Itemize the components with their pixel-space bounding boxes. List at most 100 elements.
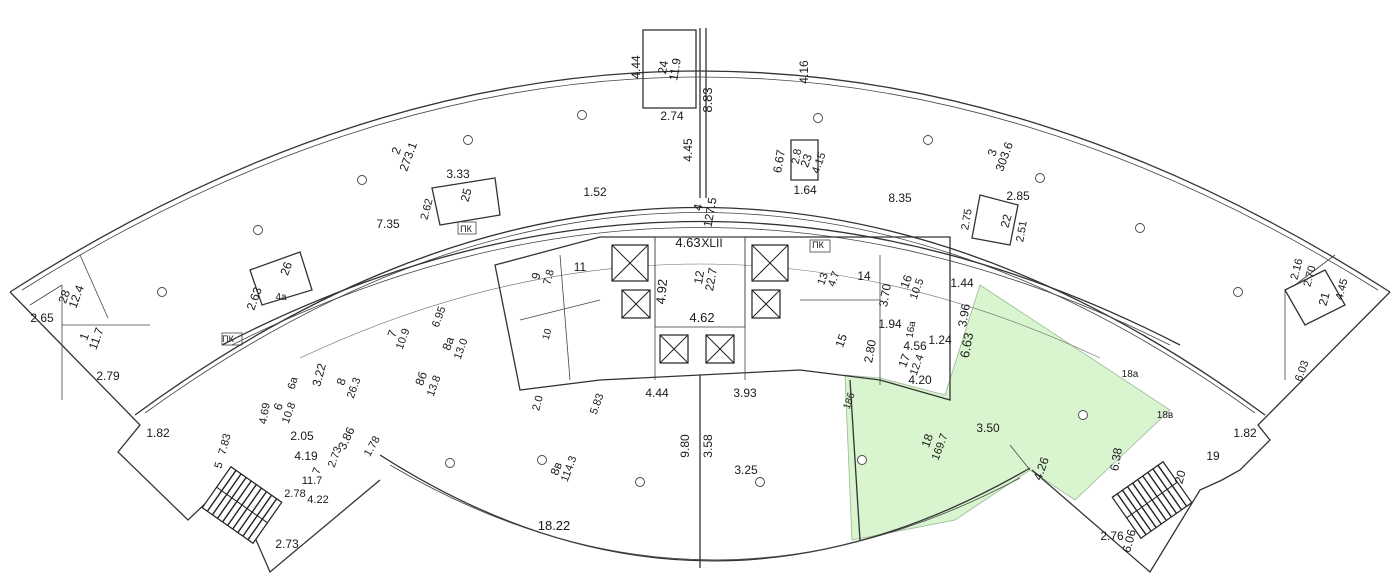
label-227: 22.7	[702, 266, 720, 292]
label-8a: 8а	[439, 335, 457, 353]
label-735: 7.35	[376, 217, 400, 231]
label-263: 2.63	[244, 285, 265, 312]
label-285: 2.85	[1006, 189, 1030, 203]
label-462: 4.62	[689, 310, 714, 325]
label-7b: 7	[310, 466, 323, 476]
label-9: 9	[529, 271, 544, 281]
column-13	[635, 477, 645, 487]
building-core	[494, 236, 951, 401]
label-492: 4.92	[653, 278, 670, 305]
label-18v: 18в	[1157, 410, 1173, 421]
label-416: 4.16	[797, 60, 811, 84]
label-18a: 18а	[1122, 369, 1139, 380]
label-164: 1.64	[793, 183, 817, 197]
label-182b: 1.82	[1233, 426, 1257, 440]
label-263b: 26.3	[345, 376, 364, 400]
label-pk1: ПК	[222, 334, 234, 344]
label-667: 6.67	[770, 148, 788, 174]
label-444b: 4.44	[645, 386, 669, 400]
label-13: 13	[815, 271, 830, 287]
label-28b: 2.8	[790, 148, 804, 165]
label-6a: 6а	[286, 375, 301, 391]
label-280: 2.80	[861, 338, 879, 364]
label-109: 10.9	[394, 327, 413, 351]
label-20: 20	[1172, 468, 1189, 485]
lift-shaft-1	[611, 244, 649, 282]
column-14	[755, 477, 765, 487]
label-47: 4.7	[826, 270, 843, 288]
column-6	[813, 113, 823, 123]
lift-shaft-3	[621, 289, 651, 319]
label-124b: 1.24	[928, 333, 952, 347]
column-10	[1233, 287, 1243, 297]
column-4	[463, 135, 473, 145]
label-16: 16	[897, 273, 915, 291]
lift-shaft-4	[751, 289, 781, 319]
label-11: 11	[574, 260, 587, 274]
label-463: 4.63	[675, 235, 700, 250]
label-469: 4.69	[257, 402, 273, 425]
lift-shaft-2	[751, 244, 789, 282]
label-276: 2.76	[1100, 529, 1124, 543]
label-420: 4.20	[908, 373, 932, 387]
label-3: 3	[985, 147, 1001, 158]
label-xli: XLII	[701, 236, 722, 250]
label-12: 12	[691, 269, 707, 285]
label-28: 28	[55, 288, 73, 306]
label-14: 14	[857, 269, 871, 283]
label-273c: 2.73	[275, 537, 299, 551]
label-6: 6	[271, 401, 287, 412]
label-21: 21	[1316, 290, 1333, 307]
label-606: 6.06	[1119, 528, 1139, 554]
label-4a: 4а	[275, 292, 287, 303]
partitions	[29, 28, 1336, 568]
label-4: 4	[691, 202, 706, 211]
label-3036: 303.6	[993, 140, 1017, 173]
label-419: 4.19	[294, 449, 318, 463]
label-8v: 8в	[547, 460, 565, 477]
label-262: 2.62	[419, 197, 436, 221]
lift-shaft-6	[705, 334, 735, 364]
label-2731: 273.1	[397, 140, 421, 173]
label-108: 10.8	[280, 401, 299, 425]
label-1822: 18.22	[538, 518, 571, 533]
label-2: 2	[389, 145, 405, 156]
label-10: 10	[541, 327, 555, 341]
label-8: 8	[334, 376, 350, 387]
label-663: 6.63	[957, 331, 976, 359]
label-274: 2.74	[660, 109, 684, 123]
column-8	[1035, 173, 1045, 183]
staircase-right	[1111, 460, 1193, 540]
label-638: 6.38	[1107, 446, 1125, 472]
label-883: 8.83	[700, 87, 715, 112]
label-835: 8.35	[888, 191, 912, 205]
label-322: 3.22	[309, 362, 329, 388]
column-12	[537, 455, 547, 465]
label-24: 24	[655, 59, 671, 75]
label-pk2: ПК	[460, 224, 472, 234]
label-178: 1.78	[362, 434, 383, 459]
highlighted-room-18[interactable]	[844, 284, 1171, 541]
label-325: 3.25	[734, 463, 758, 477]
label-144: 1.44	[950, 276, 974, 290]
staircase-left	[201, 465, 283, 545]
label-20b: 2.0	[530, 394, 546, 412]
column-3	[357, 175, 367, 185]
columns	[157, 110, 1243, 487]
label-358: 3.58	[701, 434, 715, 458]
label-456: 4.56	[903, 339, 927, 353]
label-7a: 7	[385, 328, 401, 339]
label-152: 1.52	[583, 185, 607, 199]
label-8b: 8б	[412, 370, 430, 388]
label-1: 1	[77, 331, 93, 342]
label-370: 3.70	[876, 282, 894, 308]
label-350: 3.50	[976, 421, 1000, 435]
label-603: 6.03	[1293, 359, 1312, 383]
label-1275: 127.5	[701, 196, 720, 228]
column-9	[1135, 223, 1145, 233]
label-279: 2.79	[96, 369, 120, 383]
label-445b: 4.45	[1334, 277, 1351, 301]
label-22: 22	[998, 212, 1015, 229]
